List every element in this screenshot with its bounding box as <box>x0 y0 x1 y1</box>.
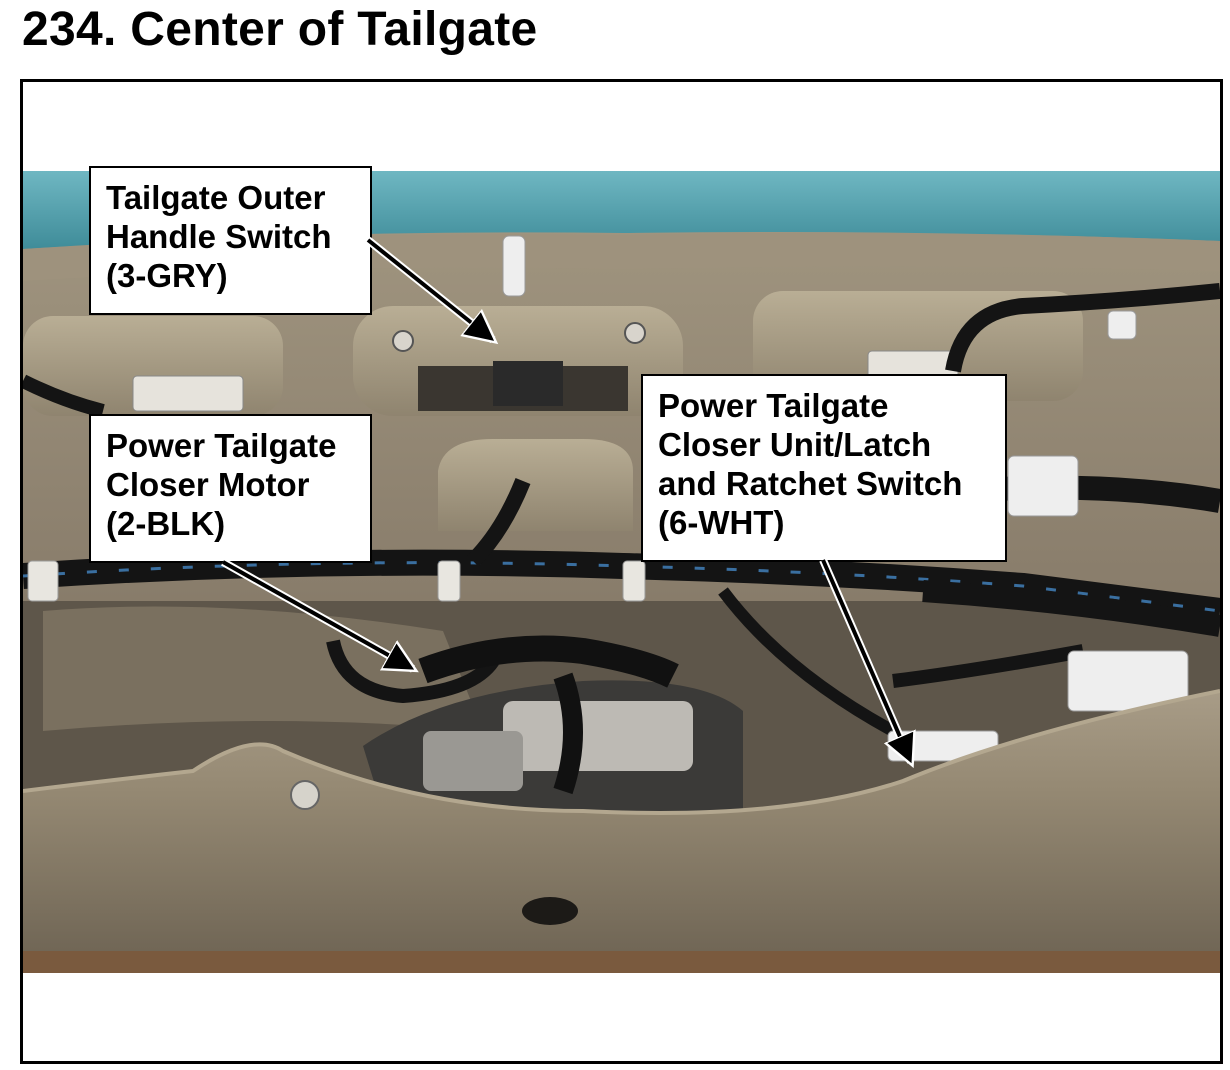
callout-line: Tailgate Outer <box>106 179 326 216</box>
callout-line: Handle Switch <box>106 218 332 255</box>
callout-outer-handle-switch: Tailgate Outer Handle Switch (3-GRY) <box>89 166 372 315</box>
page-title: 234. Center of Tailgate <box>22 3 538 56</box>
callout-line: and Ratchet Switch <box>658 465 963 502</box>
callout-line: Closer Unit/Latch <box>658 426 932 463</box>
callout-closer-unit-latch: Power Tailgate Closer Unit/Latch and Rat… <box>641 374 1007 562</box>
callout-line: Power Tailgate <box>658 387 889 424</box>
callout-line: (2-BLK) <box>106 505 226 542</box>
callout-closer-motor: Power Tailgate Closer Motor (2-BLK) <box>89 414 372 563</box>
figure-frame: Tailgate Outer Handle Switch (3-GRY) Pow… <box>20 79 1223 1064</box>
callout-line: (3-GRY) <box>106 257 228 294</box>
callout-line: Closer Motor <box>106 466 310 503</box>
callout-line: Power Tailgate <box>106 427 337 464</box>
callout-line: (6-WHT) <box>658 504 785 541</box>
